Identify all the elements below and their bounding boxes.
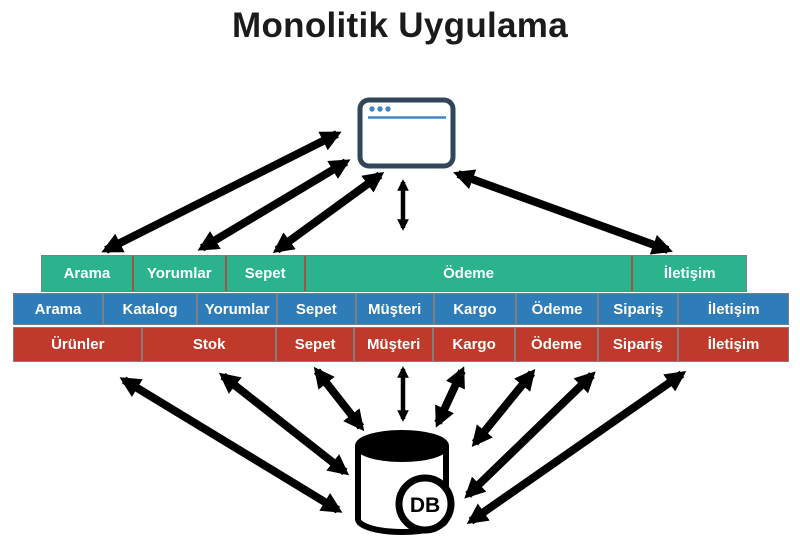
- arrow-browser-iletisim: [453, 169, 673, 255]
- layer-red-segment-musteri: Müşteri: [355, 328, 434, 361]
- layer-green-segment-odeme: Ödeme: [306, 256, 634, 291]
- layer-blue-segment-yorumlar: Yorumlar: [198, 294, 279, 324]
- database-top: [355, 430, 449, 462]
- layer-blue-segment-siparis: Sipariş: [599, 294, 680, 324]
- layer-blue-segment-odeme: Ödeme: [517, 294, 600, 324]
- layer-red-segment-sepet: Sepet: [277, 328, 356, 361]
- browser-arrows: [101, 130, 673, 255]
- layer-red-segment-urunler: Ürünler: [14, 328, 144, 361]
- browser-dot-icon: [377, 106, 383, 112]
- layer-green-segment-yorumlar: Yorumlar: [134, 256, 227, 291]
- layer-blue-segment-arama: Arama: [14, 294, 105, 324]
- database-badge: [395, 474, 455, 534]
- arrow-browser-sepet: [272, 171, 385, 254]
- layer-red-segment-stok: Stok: [143, 328, 277, 361]
- layer-blue-segment-musteri: Müşteri: [357, 294, 435, 324]
- database-arrows: [119, 366, 687, 525]
- browser-window-icon: [357, 97, 456, 169]
- layer-red-segment-siparis: Sipariş: [599, 328, 680, 361]
- arrow-db-iletisim: [466, 370, 687, 525]
- database-label: DB: [410, 494, 440, 517]
- arrow-db-sepet: [313, 366, 365, 432]
- layer-red-segment-odeme: Ödeme: [516, 328, 599, 361]
- arrow-db-stok: [218, 372, 350, 476]
- layer-blue-segment-iletisim: İletişim: [707, 300, 760, 318]
- arrow-browser-yorumlar: [197, 158, 351, 252]
- layer-blue-segment-katalog: Katalog: [104, 294, 198, 324]
- layer-green-segment-iletisim: İletişim: [663, 265, 716, 282]
- layer-green-segment-arama: Arama: [42, 256, 134, 291]
- browser-dot-icon: [385, 106, 391, 112]
- database-cylinder-icon: DB: [355, 430, 455, 535]
- page-title: Monolitik Uygulama: [232, 6, 568, 45]
- layer-green-segment-sepet: Sepet: [227, 256, 306, 291]
- layer-blue-segment-kargo: Kargo: [435, 294, 517, 324]
- layer-blue-segment-sepet: Sepet: [278, 294, 357, 324]
- layer-red-segment-kargo: Kargo: [434, 328, 517, 361]
- layer-red-segment-iletisim: İletişim: [707, 336, 760, 353]
- arrow-db-odeme: [471, 368, 536, 448]
- arrow-db-kargo: [434, 366, 466, 428]
- browser-dot-icon: [369, 106, 375, 112]
